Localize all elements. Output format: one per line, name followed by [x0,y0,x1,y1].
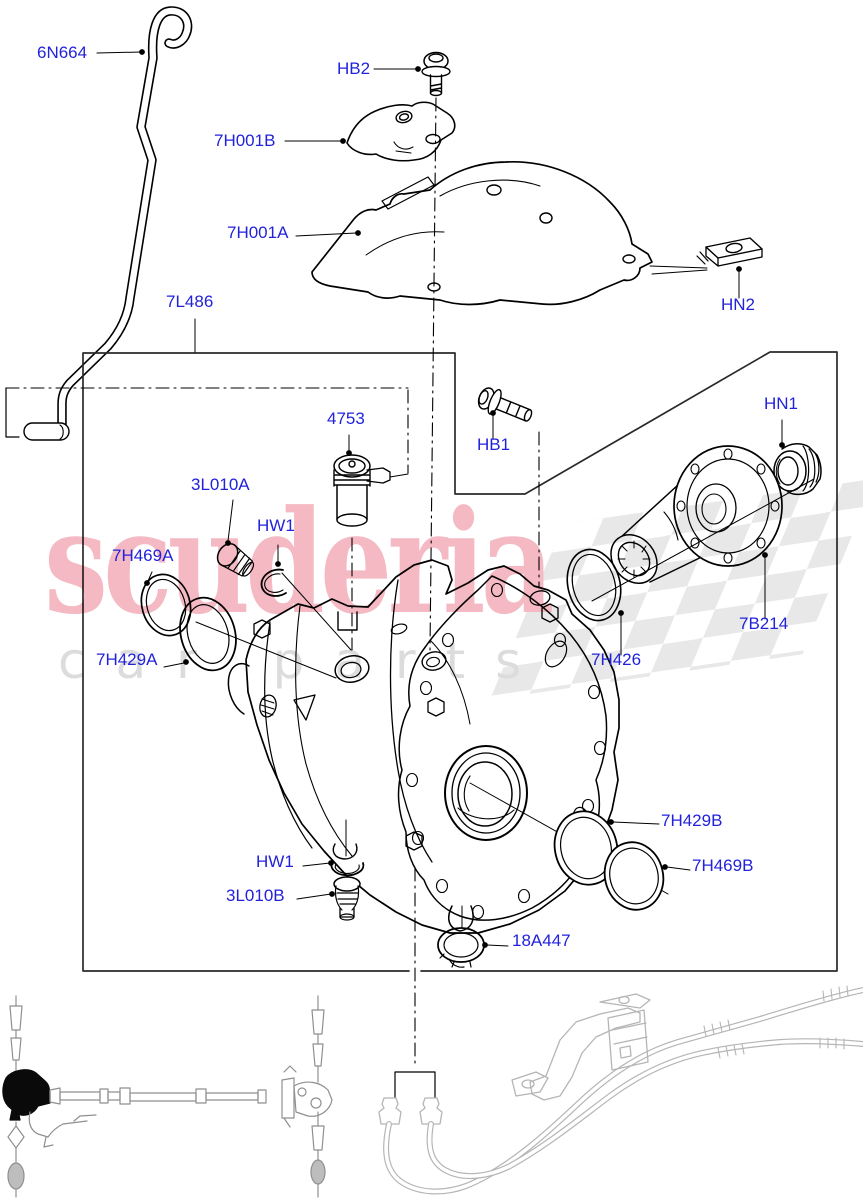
part-label-hb2[interactable]: HB2 [337,59,371,78]
heat-shield-7h001b [346,101,456,162]
part-label-7h426[interactable]: 7H426 [591,650,642,669]
plug-nut-hn1 [773,443,822,496]
drivetrain-locator [2,995,333,1198]
part-label-7h429b[interactable]: 7H429B [661,811,723,830]
part-label-hw1-bottom[interactable]: HW1 [256,852,294,871]
plug-3l010a [216,542,255,577]
hw1-top-axis-line [281,572,352,651]
seal-7h469b [603,841,665,911]
part-label-6n664[interactable]: 6N664 [37,43,88,62]
coupling-7b214 [610,445,783,584]
snap-ring-hw1-bottom [330,860,365,877]
solenoid-4753 [333,454,391,527]
part-label-7b214[interactable]: 7B214 [739,614,789,633]
part-label-7h001b[interactable]: 7H001B [214,131,276,150]
cooler-pipes [378,985,863,1195]
part-label-hw1-top[interactable]: HW1 [257,516,295,535]
tube-anchor-bracket [5,387,20,438]
seal-7h429a [179,596,237,672]
seal-18a447 [437,927,485,968]
part-label-18a447[interactable]: 18A447 [512,931,571,950]
clip-nut-hn2 [696,237,763,267]
group-box-7l486 [82,351,838,972]
pipe-anchor-bracket [394,1071,436,1098]
vent-tube-6n664 [23,6,193,441]
snap-ring-hw1-top [260,568,287,597]
seal-7h469a [140,573,192,637]
part-label-7l486[interactable]: 7L486 [166,292,214,311]
bolt-hb2 [421,51,451,97]
seal-7h429b [553,810,619,886]
part-label-hn2[interactable]: HN2 [721,295,756,314]
hn2-pointer-lines [649,265,708,275]
part-label-7h469b[interactable]: 7H469B [692,856,754,875]
plug-3l010b [333,876,361,921]
bolt-hb1 [477,387,533,422]
part-label-3l010b[interactable]: 3L010B [226,886,285,905]
part-label-7h429a[interactable]: 7H429A [96,650,158,669]
part-label-7h001a[interactable]: 7H001A [227,223,289,242]
part-label-hn1[interactable]: HN1 [764,394,799,413]
transfer-case [227,559,620,934]
part-label-7h469a[interactable]: 7H469A [112,546,174,565]
solenoid-wire [389,473,409,478]
heat-shield-7h001a [311,161,653,306]
part-label-3l010a[interactable]: 3L010A [191,475,250,494]
centerlines [5,97,540,1069]
part-label-4753[interactable]: 4753 [327,409,365,428]
part-label-hb1[interactable]: HB1 [477,435,511,454]
